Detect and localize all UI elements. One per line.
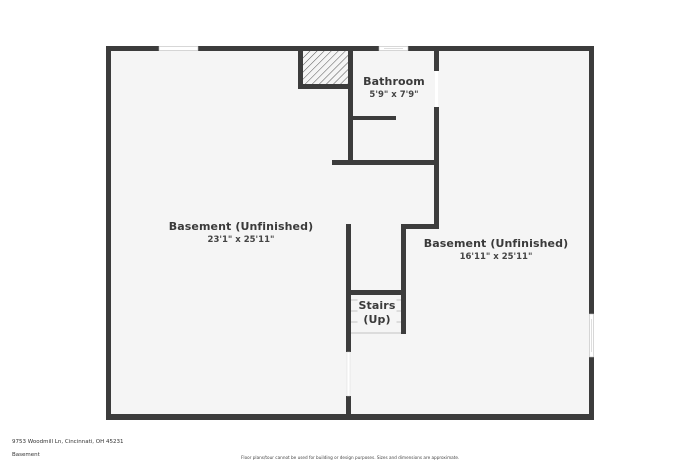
address-text: 9753 Woodmill Ln, Cincinnati, OH 45231 <box>12 439 124 445</box>
stair-wall-left-upper <box>346 224 351 352</box>
stair-landing-wall <box>346 290 406 295</box>
room-label-bathroom: Bathroom 5'9" x 7'9" <box>363 75 425 100</box>
room-label-stairs: Stairs (Up) <box>357 299 397 327</box>
bathroom-wall-right-lower <box>434 107 439 229</box>
bathroom-wall-left <box>348 49 353 165</box>
outer-wall-top-right <box>408 46 594 51</box>
room-label-basement-left: Basement (Unfinished) 23'1" x 25'11" <box>169 220 313 245</box>
outer-wall-right-upper <box>589 46 594 314</box>
stair-wall-right <box>401 224 406 334</box>
stair-door-opening <box>346 351 351 397</box>
bathroom-inner-stub <box>353 116 396 120</box>
room-dimensions: 23'1" x 25'11" <box>207 235 275 245</box>
window-top-left <box>158 46 199 51</box>
chimney-wall-bottom <box>298 84 353 89</box>
floor-name-text: Basement <box>12 452 40 458</box>
chimney-hatch <box>303 51 348 84</box>
walls <box>106 46 594 420</box>
room-name: Basement (Unfinished) <box>168 220 314 233</box>
bathroom-door-opening <box>435 71 438 107</box>
outer-wall-top-mid <box>198 46 379 51</box>
bathroom-wall-right-top <box>434 49 439 71</box>
window-inner-lines <box>384 48 592 352</box>
room-label-basement-right: Basement (Unfinished) 16'11" x 25'11" <box>424 237 568 262</box>
outer-wall-right-lower <box>589 357 594 420</box>
outer-wall-left <box>106 46 111 420</box>
room-dimensions: 5'9" x 7'9" <box>369 90 419 100</box>
room-name: Basement (Unfinished) <box>423 237 569 250</box>
outer-wall-top-left <box>106 46 159 51</box>
disclaimer-text: Floor plans/tour cannot be used for buil… <box>241 455 460 460</box>
stair-step-wall-horizontal <box>401 224 439 229</box>
room-dimensions: 16'11" x 25'11" <box>459 252 533 262</box>
room-sub: (Up) <box>363 313 391 326</box>
room-name: Stairs <box>358 299 396 312</box>
bathroom-wall-bottom <box>332 160 439 165</box>
room-name: Bathroom <box>363 75 425 88</box>
chimney-wall-left <box>298 49 303 89</box>
stair-wall-left-lower <box>346 396 351 420</box>
